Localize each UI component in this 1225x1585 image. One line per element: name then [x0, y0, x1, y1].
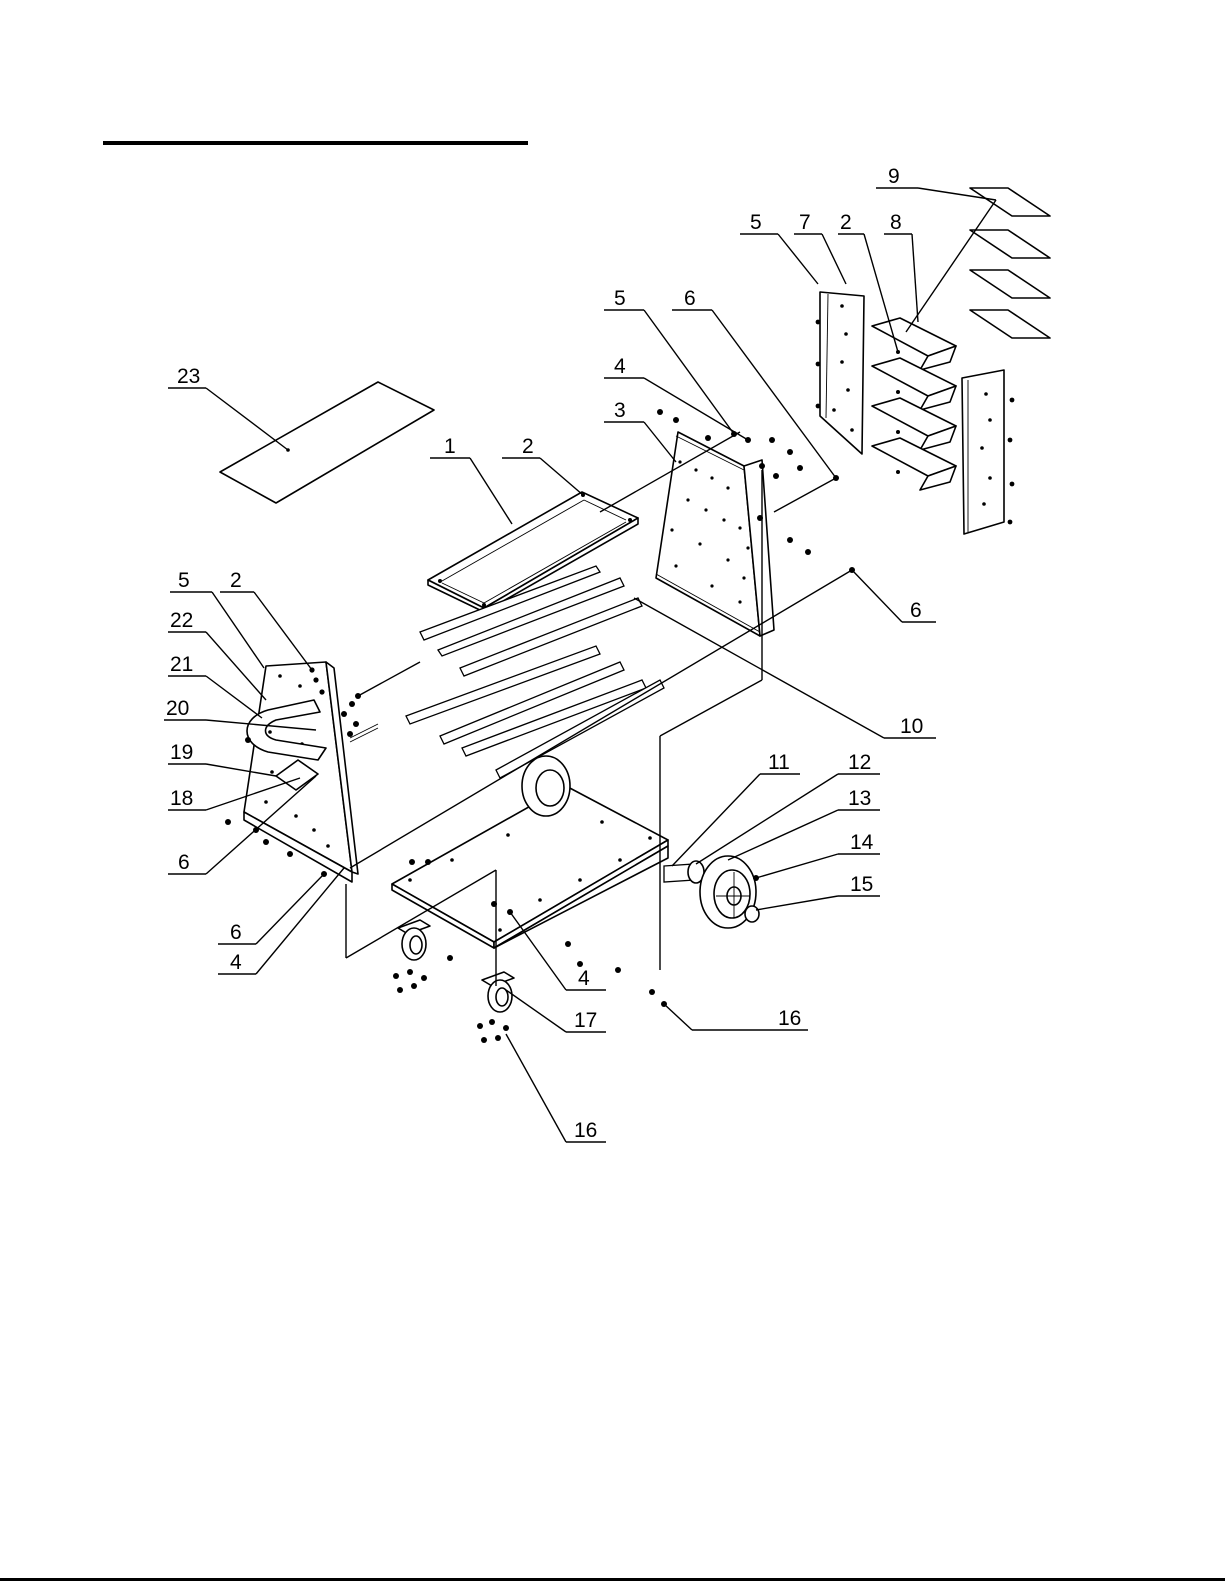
callout-label: 12	[848, 751, 871, 774]
part-15-nut	[745, 906, 759, 922]
callout-label: 15	[850, 873, 873, 896]
callout-2-left: 2	[220, 569, 312, 670]
callout-label: 2	[840, 211, 852, 234]
callout-label: 20	[166, 697, 189, 720]
callout-label: 17	[574, 1009, 597, 1032]
callout-label: 19	[170, 741, 193, 764]
callout-label: 18	[170, 787, 193, 810]
callout-label: 2	[522, 435, 534, 458]
callout-10: 10	[634, 598, 936, 738]
callout-label: 5	[614, 287, 626, 310]
callout-label: 9	[888, 165, 900, 188]
callout-label: 6	[230, 921, 242, 944]
callout-7: 7	[794, 211, 846, 284]
right-upright-plate	[962, 370, 1014, 534]
callout-23: 23	[168, 365, 288, 450]
callout-label: 4	[578, 967, 590, 990]
callout-label: 2	[230, 569, 242, 592]
callout-label: 6	[684, 287, 696, 310]
callout-16-bottom: 16	[506, 1034, 606, 1142]
callout-label: 1	[444, 435, 456, 458]
callout-label: 11	[768, 751, 790, 774]
rear-wheel-back	[522, 756, 570, 816]
part-7-back-plate	[816, 292, 864, 454]
callout-label: 10	[900, 715, 923, 738]
callout-label: 8	[890, 211, 902, 234]
callout-4-top: 4	[604, 355, 748, 440]
footer-rule	[0, 1578, 1225, 1581]
callout-label: 4	[230, 951, 242, 974]
callout-8: 8	[884, 211, 918, 322]
callout-6-right: 6	[852, 570, 936, 622]
callout-label: 6	[910, 599, 922, 622]
callout-label: 7	[799, 211, 811, 234]
callout-label: 3	[614, 399, 626, 422]
callout-label: 16	[778, 1007, 801, 1030]
bottom-platform	[392, 786, 668, 948]
callout-2-tray: 2	[502, 435, 583, 495]
callout-3: 3	[604, 399, 676, 462]
part-16-nuts	[393, 941, 667, 1043]
callout-label: 22	[170, 609, 193, 632]
callout-label: 5	[750, 211, 762, 234]
part-3-right-side-frame	[656, 432, 774, 636]
callout-label: 14	[850, 831, 874, 854]
callout-17: 17	[506, 990, 606, 1032]
callout-label: 6	[178, 851, 190, 874]
callout-label: 13	[848, 787, 871, 810]
part-23-panel	[220, 382, 434, 503]
callout-label: 16	[574, 1119, 597, 1142]
callout-15: 15	[756, 873, 880, 910]
callout-6-left-lower: 6	[218, 874, 324, 944]
callout-16-right: 16	[664, 1004, 808, 1030]
part-9-labels	[970, 188, 1050, 338]
callout-label: 23	[177, 365, 200, 388]
callout-label: 4	[614, 355, 626, 378]
callout-label: 21	[170, 653, 193, 676]
part-8-shelves	[872, 318, 956, 490]
callout-1: 1	[430, 435, 512, 524]
callout-label: 5	[178, 569, 190, 592]
callout-11: 11	[672, 751, 800, 866]
